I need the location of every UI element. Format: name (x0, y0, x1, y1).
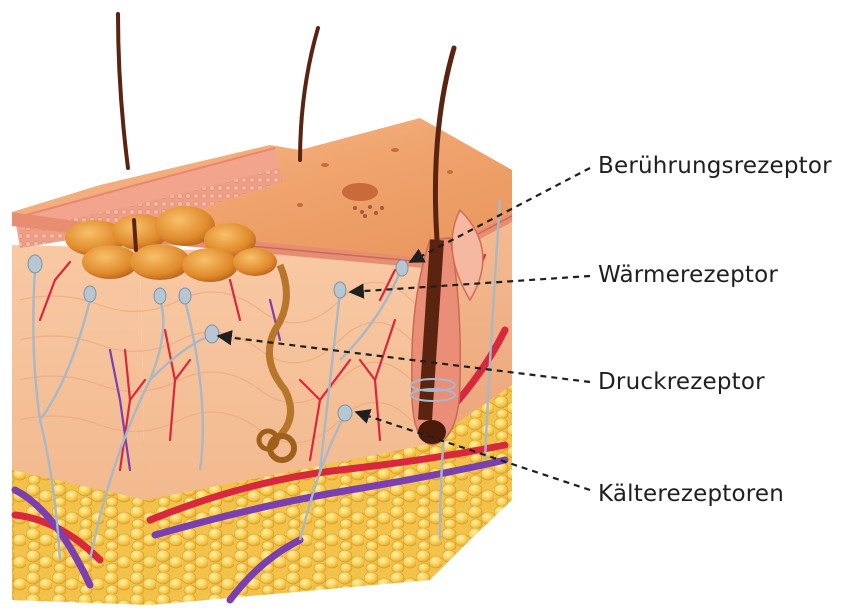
label-warm-receptor: Wärmerezeptor (598, 262, 778, 288)
label-pressure-receptor: Druckrezeptor (598, 369, 765, 395)
label-touch-receptor: Berührungsrezeptor (598, 153, 832, 179)
label-cold-receptors: Kälterezeptoren (598, 481, 784, 507)
